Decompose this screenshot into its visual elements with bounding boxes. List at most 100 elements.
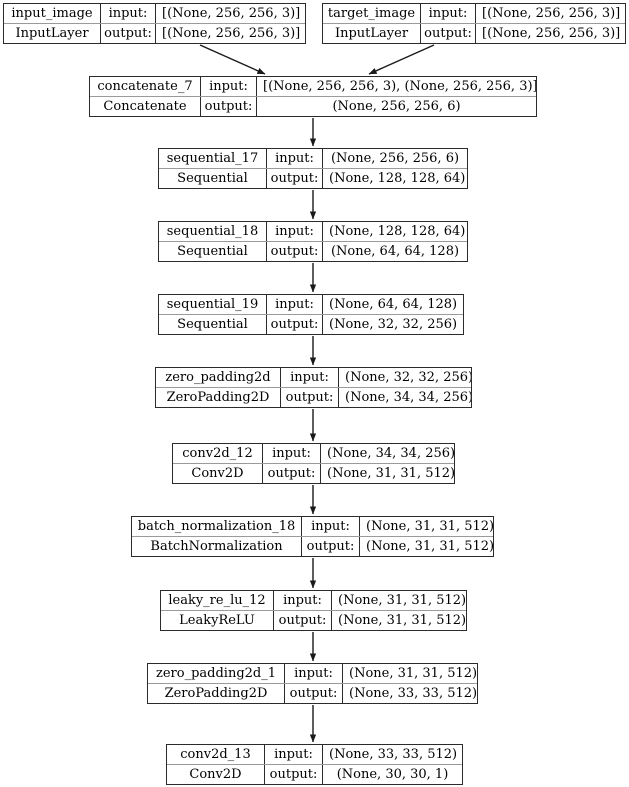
node-output-label: output: — [302, 537, 360, 556]
edge-target_image-to-concatenate_7 — [368, 44, 435, 75]
node-layer-name: concatenate_7 — [90, 77, 201, 96]
node-layer-class: ZeroPadding2D — [156, 388, 281, 407]
node-input-shape: (None, 32, 32, 256) — [345, 370, 472, 385]
node-input-shape: (None, 256, 256, 6) — [330, 151, 460, 166]
node-output-shape: (None, 31, 31, 512) — [327, 466, 455, 481]
node-layer-name: leaky_re_lu_12 — [161, 591, 274, 610]
node-input-label: input: — [201, 77, 257, 96]
node-output-label: output: — [101, 24, 156, 43]
node-layer-class: Sequential — [159, 242, 267, 261]
node-output-label: output: — [281, 388, 339, 407]
node-output-label: output: — [267, 169, 323, 188]
node-input-shape: (None, 33, 33, 512) — [329, 747, 458, 762]
node-output-label: output: — [263, 464, 321, 483]
node-layer-class: LeakyReLU — [161, 611, 274, 630]
node-output-label: output: — [267, 242, 323, 261]
node-layer-class: InputLayer — [323, 24, 421, 43]
node-input-label: input: — [281, 368, 339, 387]
node-output-shape: (None, 31, 31, 512) — [338, 613, 467, 628]
node-layer-class: BatchNormalization — [132, 537, 302, 556]
node-layer-name: zero_padding2d — [156, 368, 281, 387]
node-output-shape: [(None, 256, 256, 3)] — [482, 26, 621, 41]
node-input-label: input: — [263, 444, 321, 463]
node-layer-class: Concatenate — [90, 97, 201, 116]
node-layer-name: conv2d_13 — [167, 745, 265, 764]
node-output-label: output: — [267, 315, 323, 334]
node-output-label: output: — [274, 611, 332, 630]
edge-input_image-to-concatenate_7 — [199, 44, 266, 75]
node-output-shape: (None, 33, 33, 512) — [349, 686, 478, 701]
node-layer-name: conv2d_12 — [173, 444, 263, 463]
node-output-label: output: — [285, 684, 343, 703]
node-layer-class: ZeroPadding2D — [148, 684, 285, 703]
node-layer-name: zero_padding2d_1 — [148, 664, 285, 683]
node-layer-class: Sequential — [159, 315, 267, 334]
node-input-shape: (None, 31, 31, 512) — [349, 666, 478, 681]
node-input-shape: (None, 31, 31, 512) — [338, 593, 467, 608]
node-input-shape: [(None, 256, 256, 3), (None, 256, 256, 3… — [263, 79, 537, 94]
node-output-shape: (None, 256, 256, 6) — [332, 99, 461, 114]
node-input-shape: [(None, 256, 256, 3)] — [162, 6, 301, 21]
node-input-label: input: — [101, 4, 156, 23]
node-output-label: output: — [421, 24, 476, 43]
node-input-label: input: — [274, 591, 332, 610]
node-input-label: input: — [267, 149, 323, 168]
node-layer-name: sequential_17 — [159, 149, 267, 168]
node-layer-name: sequential_18 — [159, 222, 267, 241]
node-layer-class: Conv2D — [167, 765, 265, 784]
node-layer-class: Sequential — [159, 169, 267, 188]
node-input-shape: (None, 34, 34, 256) — [327, 446, 455, 461]
node-output-label: output: — [201, 97, 257, 116]
node-input-label: input: — [265, 745, 323, 764]
node-layer-name: sequential_19 — [159, 295, 267, 314]
node-output-shape: [(None, 256, 256, 3)] — [162, 26, 301, 41]
node-output-label: output: — [265, 765, 323, 784]
node-input-shape: (None, 128, 128, 64) — [329, 224, 466, 239]
node-input-label: input: — [302, 517, 360, 536]
node-output-shape: (None, 31, 31, 512) — [366, 539, 494, 554]
node-input-label: input: — [267, 222, 323, 241]
node-input-shape: [(None, 256, 256, 3)] — [482, 6, 621, 21]
node-layer-name: input_image — [4, 4, 101, 23]
node-layer-name: target_image — [323, 4, 421, 23]
node-input-label: input: — [267, 295, 323, 314]
node-layer-name: batch_normalization_18 — [132, 517, 302, 536]
node-output-shape: (None, 30, 30, 1) — [336, 767, 449, 782]
node-output-shape: (None, 32, 32, 256) — [329, 317, 458, 332]
node-input-shape: (None, 64, 64, 128) — [329, 297, 458, 312]
node-input-label: input: — [421, 4, 476, 23]
node-layer-class: InputLayer — [4, 24, 101, 43]
